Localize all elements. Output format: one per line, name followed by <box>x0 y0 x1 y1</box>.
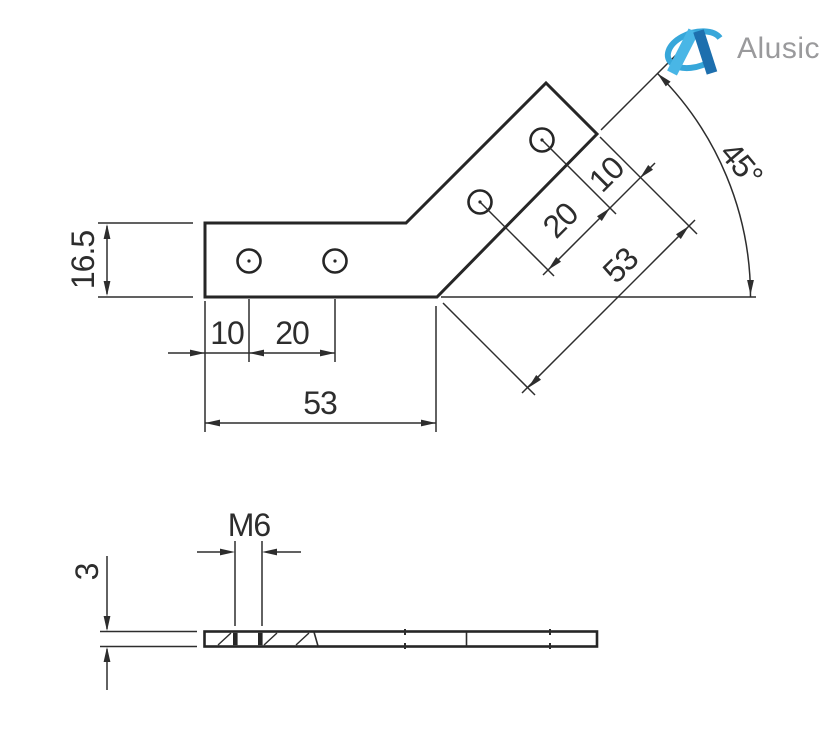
dim-label-spacing: 20 <box>536 195 585 244</box>
brand-logo: Alusic <box>664 28 820 76</box>
hole <box>529 127 555 153</box>
extension-line <box>479 201 555 277</box>
hole-center-mark <box>247 259 251 263</box>
plan-view: 16.5 10 20 53 <box>65 54 770 432</box>
arrowhead <box>103 224 111 239</box>
hatch-line <box>263 632 278 646</box>
logo-swoosh-icon <box>664 28 723 72</box>
arrowhead <box>103 281 111 296</box>
arrowhead <box>640 165 653 178</box>
logo-a-left-stroke-icon <box>667 28 699 76</box>
arrowhead <box>103 647 111 662</box>
extension-line <box>599 136 698 235</box>
arrowhead <box>320 349 335 357</box>
dim-bottom-length: 53 <box>205 385 436 427</box>
dim-label-angle: 45° <box>713 135 770 193</box>
thread-wall <box>258 632 263 646</box>
dim-label-thickness: 3 <box>69 563 105 580</box>
dim-label-height: 16.5 <box>65 231 101 289</box>
arrowhead <box>421 419 436 427</box>
hatch-line <box>217 632 232 646</box>
dim-label-thread: M6 <box>228 507 271 543</box>
dim-angled-arm: 10 20 53 <box>442 136 698 396</box>
arrowhead <box>220 548 235 556</box>
bracket-holes <box>236 127 555 274</box>
hole-center-mark <box>333 259 337 263</box>
hatch-line <box>295 632 310 646</box>
dim-bottom-holes: 10 20 <box>168 299 437 432</box>
arrowhead <box>249 349 264 357</box>
dim-label-length: 53 <box>596 240 645 289</box>
extension-line <box>541 139 617 215</box>
projected-edges <box>404 629 551 649</box>
extension-line <box>442 302 536 396</box>
dimension-line <box>521 219 696 394</box>
dim-label-length: 53 <box>303 385 337 421</box>
arrowhead <box>548 257 561 270</box>
break-line <box>313 631 319 647</box>
angle-arc <box>656 72 752 298</box>
hole <box>236 248 262 274</box>
side-view: M6 3 <box>69 507 599 690</box>
dim-label-offset: 10 <box>210 315 244 351</box>
arrowhead <box>190 349 205 357</box>
dim-label-spacing: 20 <box>275 315 309 351</box>
arrowhead <box>103 616 111 631</box>
arrowhead <box>747 280 754 295</box>
arrowhead <box>597 208 610 221</box>
logo-a-right-stroke-icon <box>693 29 718 75</box>
hole <box>322 248 348 274</box>
plate-outline <box>203 630 599 648</box>
thread-section <box>217 631 319 647</box>
bracket-outline <box>203 80 600 299</box>
arrowhead <box>676 226 689 239</box>
hole <box>467 189 493 215</box>
dim-height: 16.5 <box>65 222 193 298</box>
dim-thread: M6 <box>197 507 301 626</box>
arrowhead <box>657 73 671 87</box>
thread-wall <box>233 632 238 646</box>
brand-name: Alusic <box>737 32 820 65</box>
arrowhead <box>262 548 277 556</box>
dim-label-offset: 10 <box>582 149 631 198</box>
extension-line-ray <box>600 54 677 131</box>
dimension-line <box>542 162 656 276</box>
arrowhead <box>205 419 220 427</box>
dim-thickness: 3 <box>69 556 197 690</box>
arrowhead <box>528 375 541 388</box>
